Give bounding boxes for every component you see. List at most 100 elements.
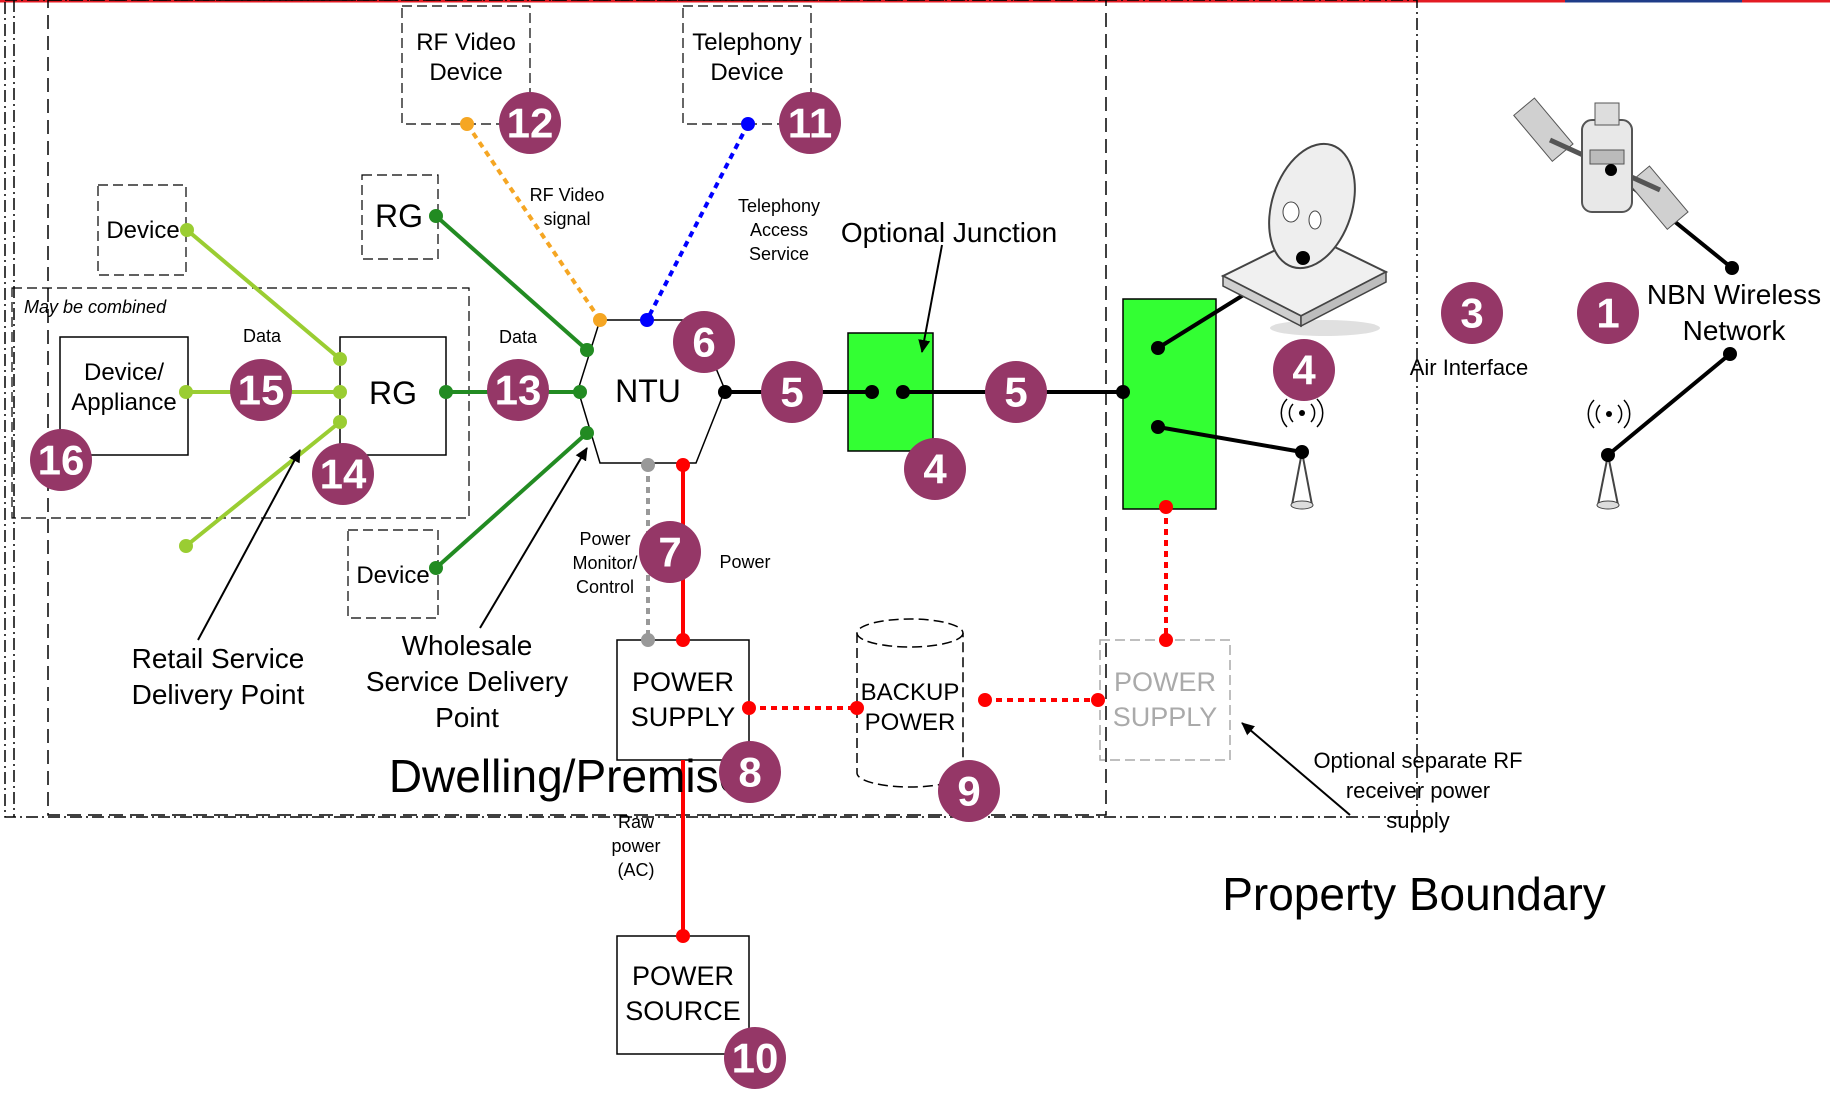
rf-video-dot-bottom (593, 313, 607, 327)
svg-text:4: 4 (1292, 347, 1316, 394)
optional-power-dot-right (1091, 693, 1105, 707)
badge-4-junction: 4 (904, 438, 966, 500)
power-label: Power (719, 552, 770, 572)
monitor-dot-bottom (641, 633, 655, 647)
property-boundary-label: Property Boundary (1222, 868, 1606, 920)
power-dot-top (676, 458, 690, 472)
wholesale-sdp-arrow-icon (479, 447, 588, 629)
badge-6: 6 (673, 311, 735, 373)
data-right-label: Data (499, 327, 538, 347)
badge-16: 16 (30, 429, 92, 491)
antenna-icon (1587, 399, 1631, 510)
badge-7: 7 (639, 521, 701, 583)
badge-8: 8 (719, 741, 781, 803)
power-supply-box (616, 639, 750, 761)
telephony-dot-bottom (640, 313, 654, 327)
monitor-dot-top (641, 458, 655, 472)
badge-14: 14 (312, 443, 374, 505)
badge-11: 11 (779, 92, 841, 154)
data-left-label: Data (243, 326, 282, 346)
badge-4-dish: 4 (1273, 339, 1335, 401)
telephony-dot-top (741, 117, 755, 131)
air-interface-label: Air Interface (1410, 355, 1529, 380)
dwelling-boundary (47, 0, 1107, 816)
device-appliance-label: Device/Appliance (71, 359, 176, 416)
receiver-power-dot-bottom (1159, 633, 1173, 647)
rf-video-dot-top (460, 117, 474, 131)
svg-text:12: 12 (507, 100, 554, 147)
optional-power-supply-box (1099, 639, 1231, 761)
wholesale-dots (429, 209, 594, 575)
svg-text:8: 8 (738, 749, 761, 796)
badge-10: 10 (724, 1027, 786, 1089)
svg-text:14: 14 (320, 451, 367, 498)
device-bottom-box (347, 529, 439, 619)
svg-text:9: 9 (957, 768, 980, 815)
svg-text:11: 11 (788, 100, 832, 147)
device-bottom-label: Device (356, 562, 429, 589)
satellite-icon (1513, 97, 1689, 231)
svg-text:15: 15 (238, 367, 285, 414)
svg-text:1: 1 (1596, 290, 1619, 337)
dwelling-label: Dwelling/Premises (389, 750, 767, 802)
svg-text:5: 5 (780, 369, 803, 416)
raw-power-dot (676, 929, 690, 943)
optional-junction-label: Optional Junction (841, 217, 1057, 248)
rg-main-box (339, 336, 447, 456)
svg-text:13: 13 (495, 367, 542, 414)
retail-sdp-arrow-icon (197, 449, 301, 641)
receiver-power-dot-top (1159, 500, 1173, 514)
ntu-label: NTU (615, 373, 681, 409)
retail-dots (179, 223, 347, 553)
power-dot-bottom (676, 633, 690, 647)
optional-rf-power-arrow-icon (1241, 722, 1351, 816)
device-top-label: Device (106, 217, 179, 244)
svg-text:10: 10 (732, 1035, 779, 1082)
optional-junction-arrow-icon (918, 244, 943, 353)
svg-text:5: 5 (1004, 369, 1027, 416)
svg-text:4: 4 (923, 446, 947, 493)
badge-12: 12 (499, 92, 561, 154)
svg-text:16: 16 (38, 437, 85, 484)
backup-power-cylinder (856, 618, 964, 788)
power-source-box (616, 935, 750, 1055)
svg-text:3: 3 (1460, 290, 1483, 337)
rg-main-label: RG (369, 375, 417, 411)
svg-text:7: 7 (658, 529, 681, 576)
property-boundary-frame (4, 0, 1418, 818)
may-be-combined-group (11, 287, 470, 519)
badge-13: 13 (487, 359, 549, 421)
badge-1: 1 (1577, 282, 1639, 344)
backup-dot-left (742, 701, 756, 715)
badge-5-right: 5 (985, 361, 1047, 423)
backup-dot-right (850, 701, 864, 715)
optional-power-dot-left (978, 693, 992, 707)
badge-9: 9 (938, 760, 1000, 822)
trunk-dots (718, 261, 1739, 434)
badge-3: 3 (1441, 282, 1503, 344)
badge-5-left: 5 (761, 361, 823, 423)
satellite-dish-icon (1220, 142, 1389, 336)
telephony-line (645, 123, 750, 321)
receiver-block (1122, 298, 1217, 510)
svg-text:6: 6 (692, 319, 715, 366)
badge-15: 15 (230, 359, 292, 421)
rg-top-label: RG (375, 198, 423, 234)
antenna-icon (1280, 398, 1324, 510)
